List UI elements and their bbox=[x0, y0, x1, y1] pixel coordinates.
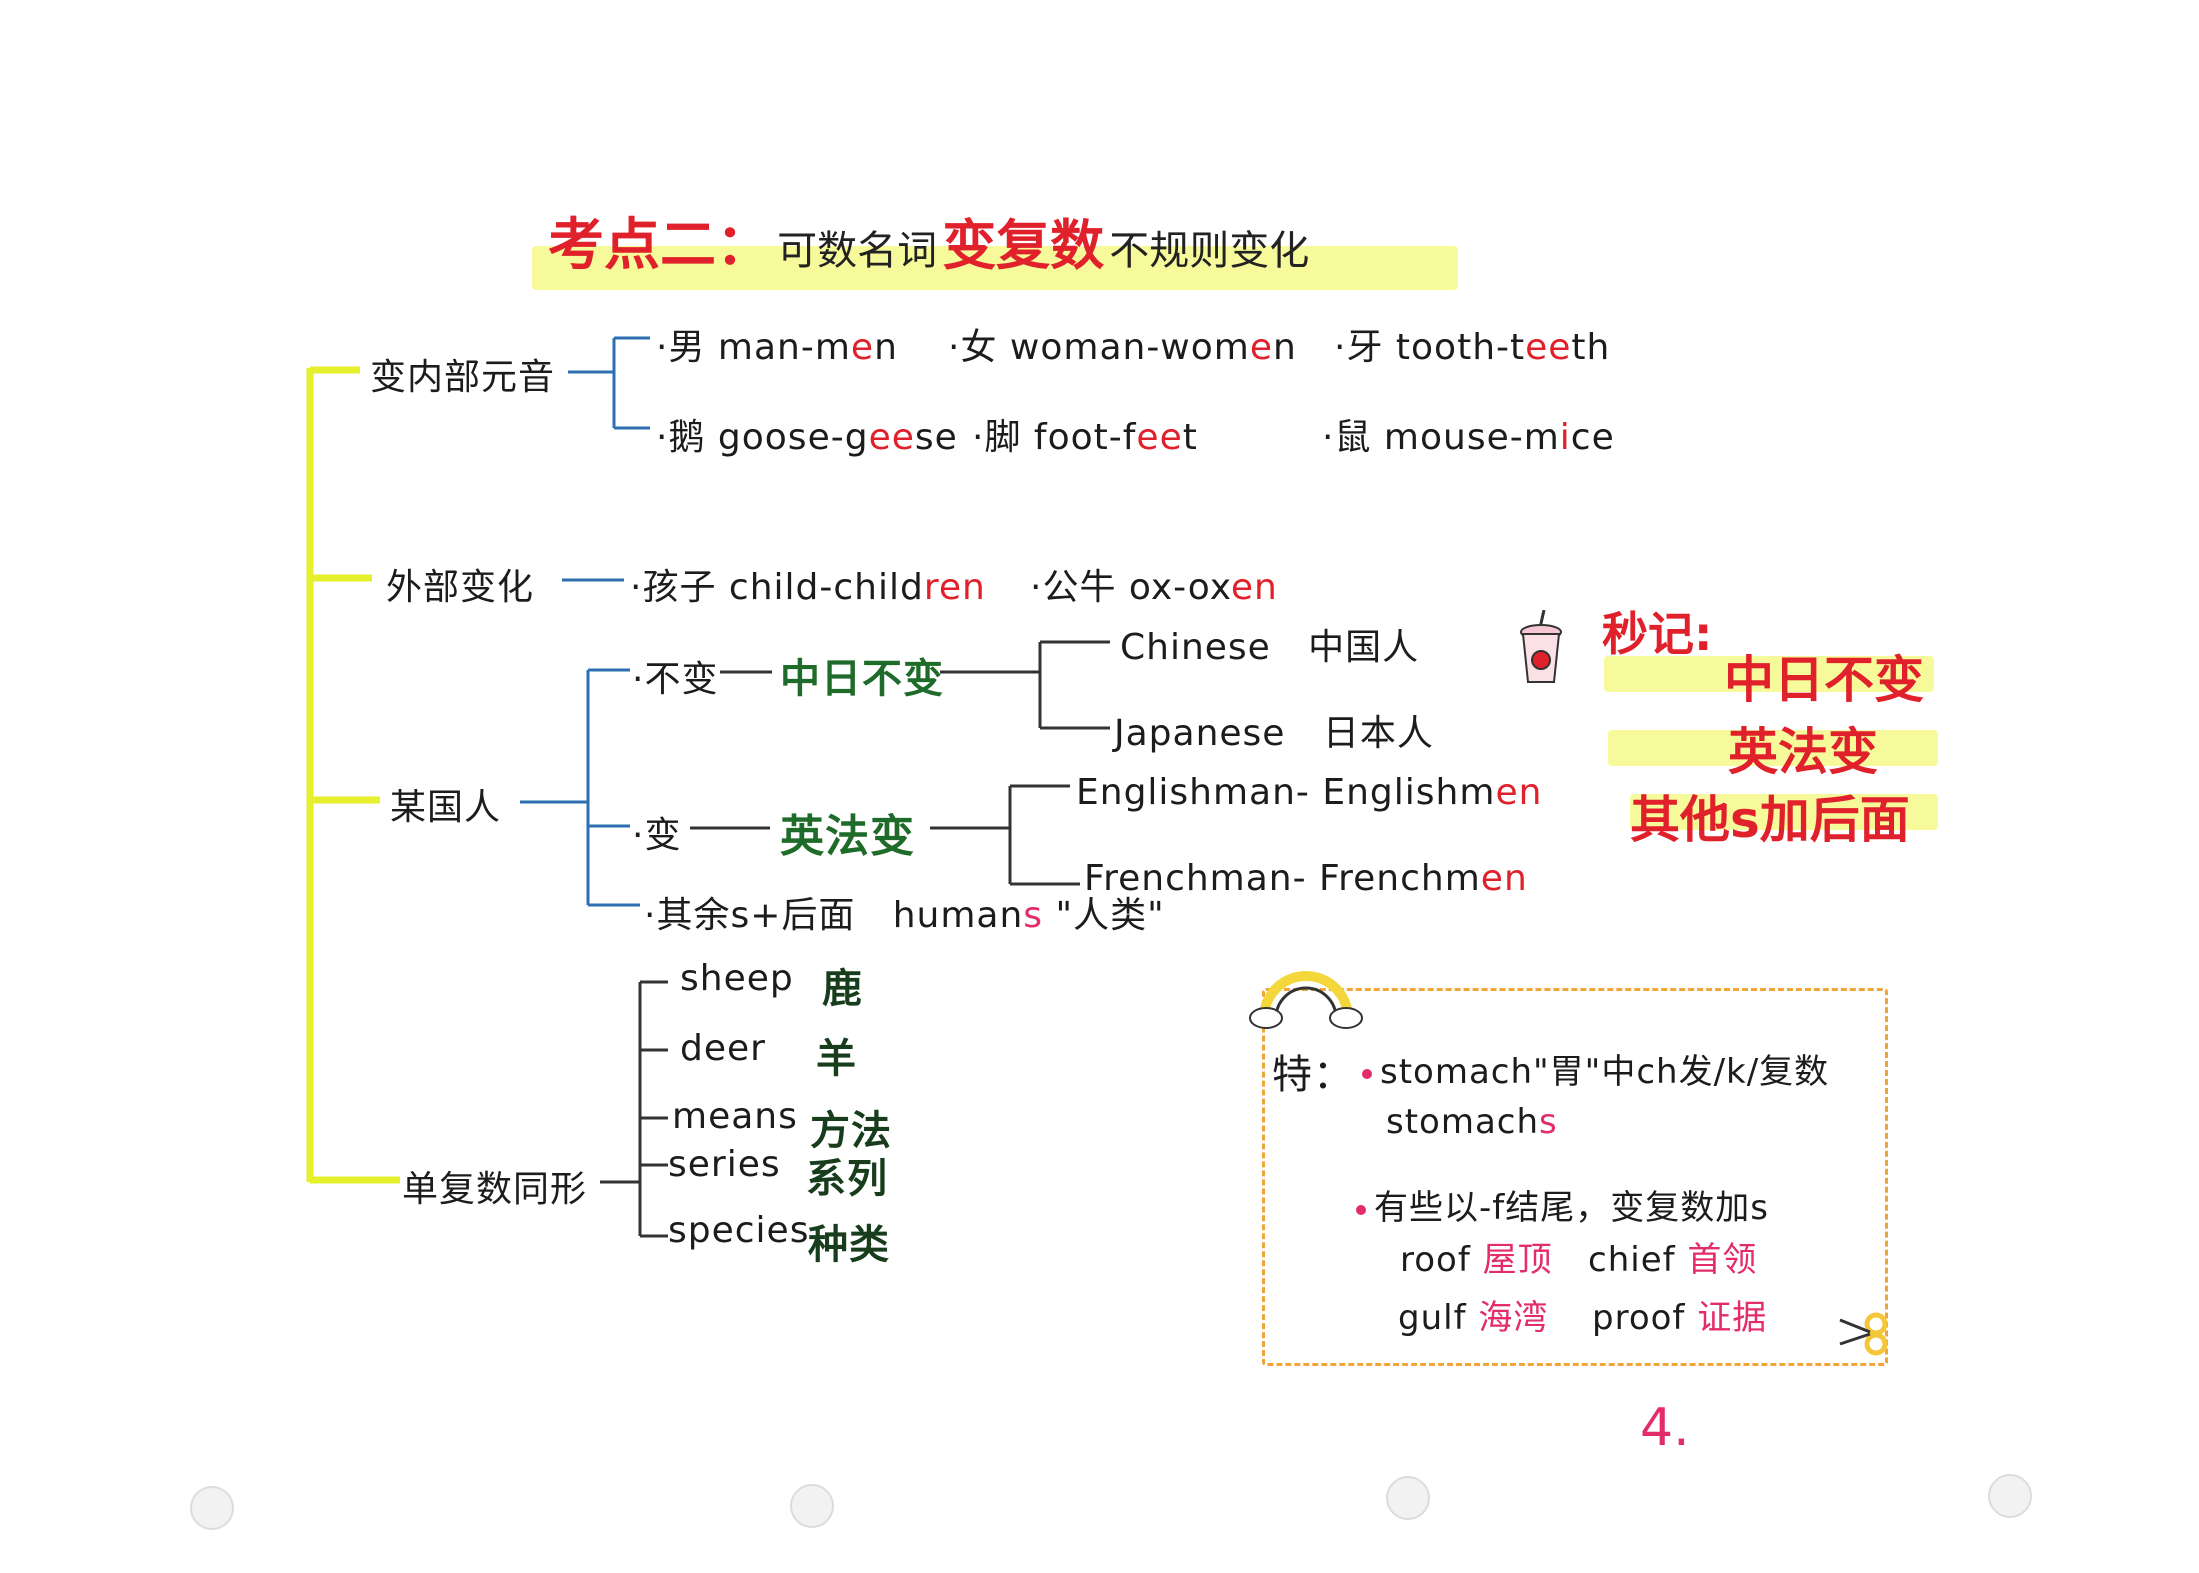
title-highlight bbox=[532, 246, 1458, 290]
bullet-icon bbox=[1356, 1204, 1366, 1215]
f-pair: roof 屋顶 bbox=[1400, 1240, 1553, 1280]
f-pair: proof 证据 bbox=[1592, 1298, 1768, 1338]
special-label: 特： bbox=[1272, 1052, 1354, 1098]
same-item: deer bbox=[680, 1028, 766, 1069]
special-point2: 有些以-f结尾，变复数加s bbox=[1356, 1180, 1769, 1229]
same-item: series bbox=[668, 1144, 781, 1185]
nat-changed-label: ·变 bbox=[632, 815, 682, 856]
nat-chinese: Chinese 中国人 bbox=[1120, 627, 1420, 668]
branch-nationality-label: 某国人 bbox=[390, 787, 502, 828]
nat-frenchman: Frenchman- Frenchmen bbox=[1084, 858, 1528, 899]
same-item-cn: 鹿 bbox=[822, 966, 863, 1012]
title-prefix: 考点二： bbox=[548, 213, 772, 278]
branch-vowel-label: 变内部元音 bbox=[370, 357, 556, 398]
bullet-icon bbox=[1362, 1068, 1372, 1079]
nat-rest: ·其余s+后面 humans "人类" bbox=[644, 895, 1165, 936]
f-pair: gulf 海湾 bbox=[1398, 1298, 1549, 1338]
same-item: species bbox=[668, 1210, 810, 1251]
memo-highlight bbox=[1630, 794, 1938, 830]
nat-unchanged-label: ·不变 bbox=[632, 659, 719, 700]
external-item: ·孩子 child-children bbox=[630, 567, 986, 608]
memo-highlight bbox=[1608, 730, 1938, 766]
same-item: sheep bbox=[680, 958, 794, 999]
same-item-cn: 种类 bbox=[808, 1222, 890, 1268]
memo-line: 中日不变 bbox=[1724, 651, 1924, 709]
binder-hole bbox=[1386, 1476, 1430, 1520]
special-plural: stomachs bbox=[1386, 1102, 1558, 1142]
title-part2: 变复数 bbox=[942, 214, 1105, 277]
memo-heading: 秒记: bbox=[1602, 607, 1713, 661]
memo-highlight bbox=[1604, 656, 1934, 692]
vowel-item: ·男 man-men bbox=[656, 327, 898, 368]
branch-same-label: 单复数同形 bbox=[402, 1169, 588, 1210]
special-box bbox=[1262, 988, 1888, 1366]
title-part1: 可数名词 bbox=[777, 228, 938, 274]
binder-hole bbox=[190, 1486, 234, 1530]
nat-japanese: Japanese 日本人 bbox=[1114, 713, 1434, 754]
vowel-item: ·鼠 mouse-mice bbox=[1322, 417, 1615, 458]
vowel-item: ·脚 foot-feet bbox=[972, 417, 1198, 458]
branch-external-label: 外部变化 bbox=[386, 567, 535, 608]
rainbow-icon bbox=[1246, 948, 1366, 1038]
external-item: ·公牛 ox-oxen bbox=[1030, 567, 1278, 608]
vowel-item: ·女 woman-women bbox=[948, 327, 1297, 368]
vowel-item: ·牙 tooth-teeth bbox=[1334, 327, 1611, 368]
page-number: 4. bbox=[1640, 1398, 1690, 1458]
title-part3: 不规则变化 bbox=[1109, 228, 1310, 274]
f-pair: chief 首领 bbox=[1588, 1240, 1758, 1280]
binder-hole bbox=[790, 1484, 834, 1528]
bubble-tea-icon bbox=[1518, 609, 1564, 690]
nat-englishman: Englishman- Englishmen bbox=[1076, 772, 1543, 813]
memo-line: 英法变 bbox=[1728, 723, 1878, 781]
vowel-item: ·鹅 goose-geese bbox=[656, 417, 958, 458]
nat-changed-rule: 英法变 bbox=[780, 811, 915, 862]
scissors-icon bbox=[1836, 1300, 1896, 1360]
same-item: means bbox=[672, 1096, 798, 1137]
same-item-cn: 方法 bbox=[810, 1108, 892, 1154]
memo-line: 其他s加后面 bbox=[1630, 791, 1910, 849]
binder-hole bbox=[1988, 1474, 2032, 1518]
special-point1: stomach"胃"中ch发/k/复数 bbox=[1362, 1044, 1829, 1093]
same-item-cn: 羊 bbox=[816, 1036, 857, 1082]
same-item-cn: 系列 bbox=[806, 1156, 888, 1202]
page-title: 考点二： 可数名词 变复数 不规则变化 bbox=[548, 200, 1309, 281]
nat-unchanged-rule: 中日不变 bbox=[780, 656, 944, 702]
